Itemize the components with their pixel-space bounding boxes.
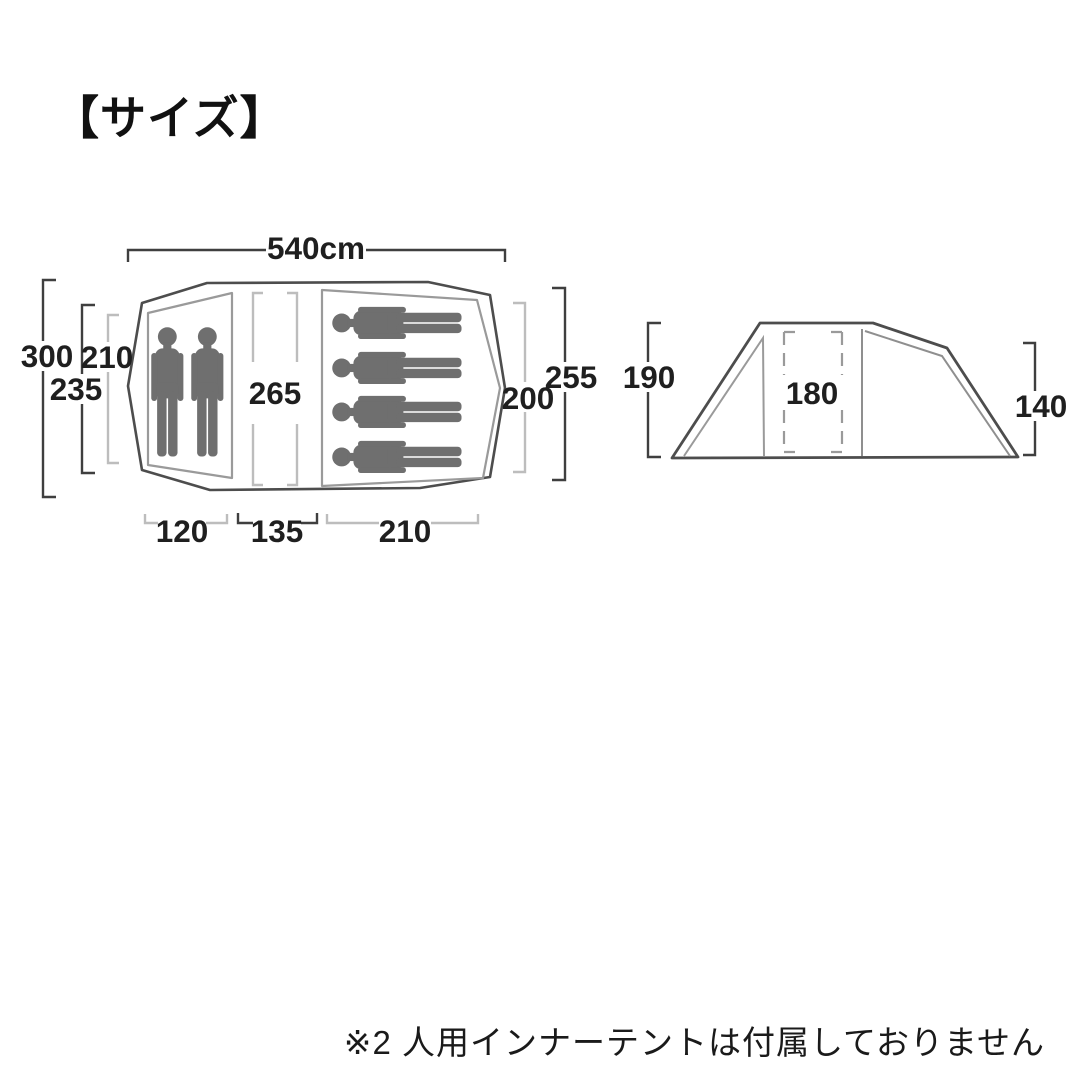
tent-outer-outline xyxy=(126,280,507,492)
right-inner-compartment xyxy=(320,288,502,488)
dim-label-235: 235 xyxy=(50,371,103,407)
dim-bracket-255 xyxy=(552,286,567,482)
dim-bracket-540 xyxy=(126,248,507,262)
footnote: ※2 人用インナーテントは付属しておりません xyxy=(343,1024,1045,1061)
dim-label-210-bottom: 210 xyxy=(379,513,432,549)
lying-figure xyxy=(332,306,462,340)
side-view-diagram: 190 180 140 xyxy=(623,321,1068,460)
lying-figure xyxy=(332,351,462,385)
dim-bracket-265-right xyxy=(287,291,299,487)
dim-bracket-180-left-ticks xyxy=(784,330,795,454)
dim-bracket-190 xyxy=(646,321,661,459)
dim-bracket-210-bottom xyxy=(325,514,480,525)
dim-bracket-235 xyxy=(80,303,95,475)
dim-label-135: 135 xyxy=(251,513,304,549)
dim-label-200: 200 xyxy=(502,380,555,416)
page-title: 【サイズ】 xyxy=(53,92,287,144)
standing-figure xyxy=(191,327,224,457)
dim-label-265: 265 xyxy=(249,375,302,411)
dim-bracket-200 xyxy=(513,301,527,474)
tent-profile-outline xyxy=(670,321,1020,460)
profile-inner-right xyxy=(861,329,1011,457)
lying-figure xyxy=(332,440,462,474)
dim-label-180: 180 xyxy=(786,375,839,411)
dim-bracket-265-left xyxy=(251,291,263,487)
standing-figure xyxy=(151,327,184,457)
dim-label-300: 300 xyxy=(21,338,74,374)
profile-inner-left xyxy=(683,334,765,457)
dim-label-255: 255 xyxy=(545,359,598,395)
left-inner-compartment xyxy=(146,291,234,480)
dim-label-190: 190 xyxy=(623,359,676,395)
dim-bracket-140 xyxy=(1023,341,1037,457)
dim-bracket-120 xyxy=(143,514,229,525)
dim-label-140: 140 xyxy=(1015,388,1068,424)
dim-label-210-left: 210 xyxy=(81,339,134,375)
dim-label-540cm: 540cm xyxy=(267,230,365,266)
dim-label-120: 120 xyxy=(156,513,209,549)
dim-bracket-135 xyxy=(236,513,319,525)
dim-bracket-180-right-ticks xyxy=(831,330,842,454)
top-view-diagram: 540cm 300 235 210 265 255 200 120 xyxy=(21,230,598,549)
dim-bracket-300 xyxy=(41,278,56,499)
dim-bracket-210-left xyxy=(106,313,119,465)
lying-figure xyxy=(332,395,462,429)
